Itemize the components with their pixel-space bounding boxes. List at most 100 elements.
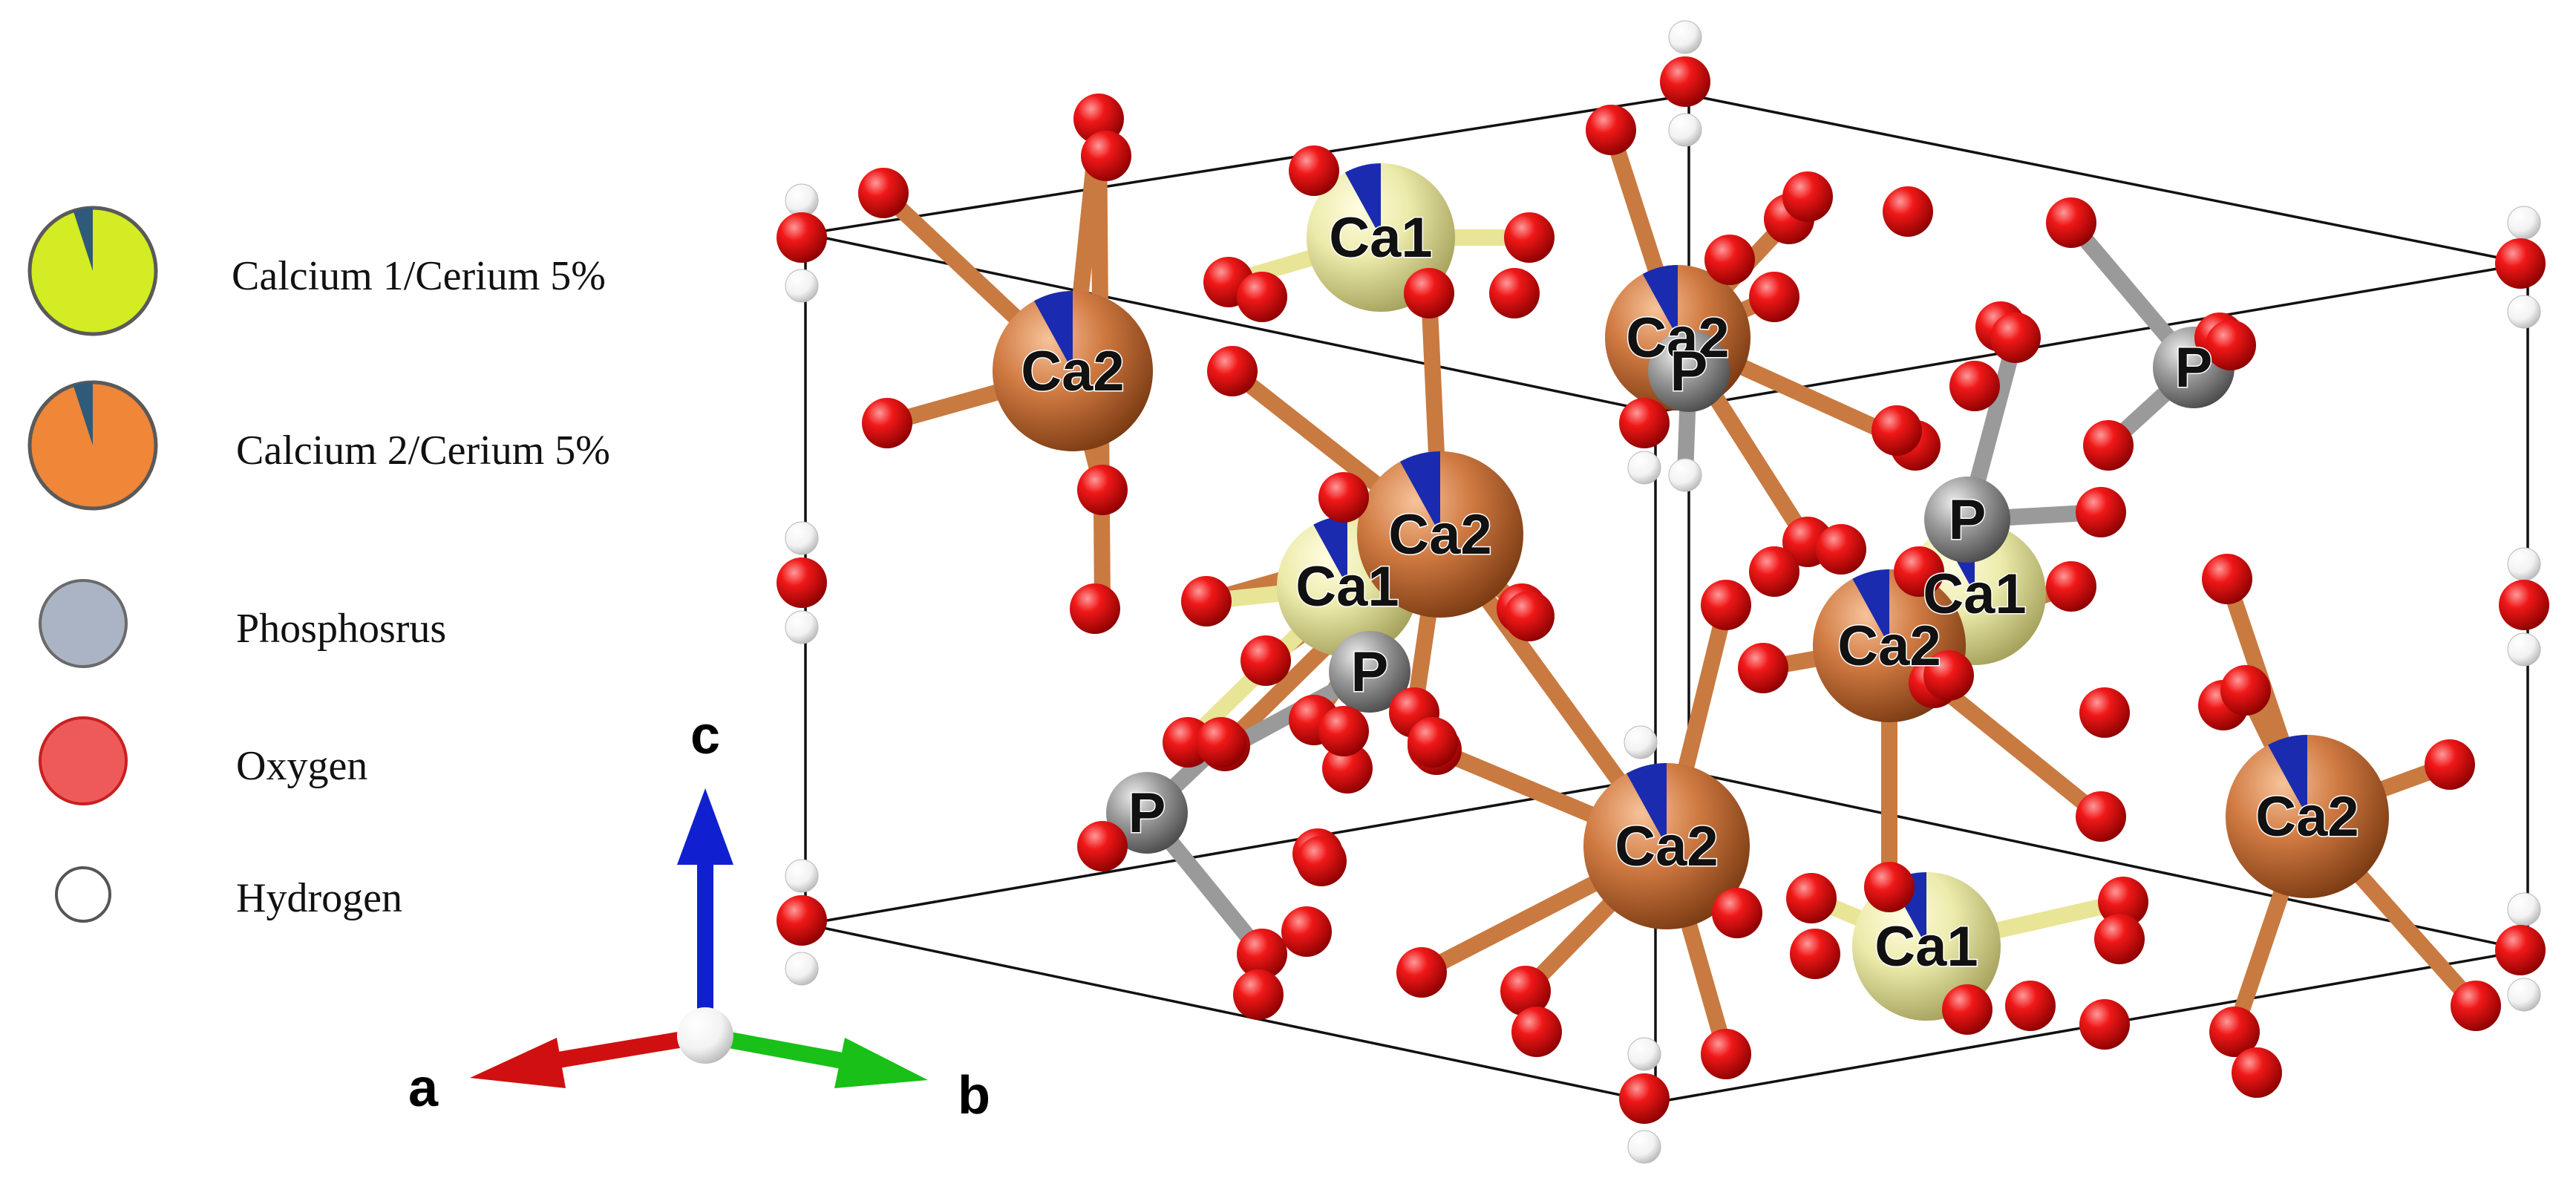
oxygen-atom [1511,1007,1562,1057]
oxygen-atom [1619,1073,1670,1124]
oxygen-legend-swatch [39,716,128,805]
oxygen-atom [2005,981,2056,1031]
oxygen-atom [1070,583,1120,634]
oxygen-atom [2495,925,2546,975]
axis-origin-sphere [677,1007,733,1064]
phosphorus-atom [1329,631,1410,713]
hydrogen-atom [2507,547,2541,581]
oxygen-atom [1489,268,1540,318]
ce-fraction-wedge-ca2 [73,382,93,445]
oxygen-atom [2046,197,2096,248]
oxygen-atom [1704,235,1755,285]
legend-label-oxygen: Oxygen [236,743,367,789]
oxygen-atom [1786,873,1837,923]
oxygen-atom [1701,580,1751,630]
oxygen-atom [1504,212,1555,263]
unit-cell-edges [804,94,2529,1104]
oxygen-atom [1864,862,1915,912]
oxygen-atom [2425,739,2475,790]
oxygen-atom [1296,836,1347,886]
oxygen-atom [1500,966,1551,1016]
oxygen-atom [1318,706,1369,756]
oxygen-atom [1586,105,1636,155]
phosphorus-legend-swatch [39,579,128,668]
hydrogen-atom [2507,206,2541,240]
atom-label: P [1670,340,1708,403]
atom-label: Ca2 [1388,503,1491,566]
atom-label: Ca1 [1874,915,1978,978]
oxygen-atom [1894,546,1944,597]
hydrogen-atom [785,952,819,986]
oxygen-atom [1077,465,1128,515]
legend-label-ca1: Calcium 1/Cerium 5% [232,253,606,299]
cerium-wedge [1627,763,1667,846]
oxygen-atom [1782,171,1833,222]
legend-item-phosphorus: Phosphosrus [39,579,446,668]
legend: Calcium 1/Cerium 5% Calcium 2/Cerium 5% … [27,206,610,923]
oxygen-atom [1749,272,1799,322]
cell-edge [1688,94,2528,265]
atom-label: Ca2 [1615,815,1718,878]
oxygen-atom [1712,888,1762,938]
hydrogen-atom [1627,451,1661,485]
hydrogen-atom [1668,20,1702,54]
oxygen-atom [1322,743,1373,794]
oxygen-atom [2220,665,2271,716]
legend-label-phosphorus: Phosphosrus [236,606,446,652]
hydrogen-atom [1627,1037,1661,1071]
legend-item-hydrogen: Hydrogen [55,866,402,923]
atom-label: P [2175,336,2213,399]
b-axis-arrowhead [834,1038,928,1088]
hydrogen-atom [785,521,819,555]
oxygen-atom [1942,984,1993,1035]
oxygen-atom [1318,472,1369,523]
oxygen-atom [1871,405,1922,456]
oxygen-atom [1281,906,1332,957]
phosphorus-atom [1648,330,1730,412]
oxygen-atom [2079,687,2130,738]
cerium-wedge [1313,516,1347,586]
atom-label: Ca2 [1021,340,1124,403]
axis-label-a: a [408,1059,439,1118]
legend-label-hydrogen: Hydrogen [236,875,402,921]
oxygen-atom [2076,791,2126,842]
oxygen-atom [2098,877,2148,927]
atom-label: Ca2 [1626,307,1729,370]
hydrogen-atom [1627,1130,1661,1164]
oxygen-atom [1408,717,1458,768]
oxygen-atom [777,212,827,263]
oxygen-atom [2451,981,2501,1031]
oxygen-atom [2094,914,2145,964]
legend-item-oxygen: Oxygen [39,716,367,805]
atom-label: Ca2 [1837,615,1941,678]
oxygen-atom [858,168,909,218]
atom-label: Ca1 [1295,555,1399,618]
cerium-wedge [1034,291,1073,371]
oxygen-atom [2206,320,2256,370]
atom-label: P [1949,488,1987,552]
oxygen-atom [1790,929,1840,979]
phosphorus-atom [1106,772,1188,854]
oxygen-atom [1619,398,1670,448]
cell-edge [805,923,1656,1104]
oxygen-atom [1081,131,1131,181]
oxygen-atom [1077,821,1128,871]
oxygen-atom [1990,313,2041,363]
oxygen-atom [862,398,912,448]
oxygen-atom [2083,420,2134,471]
atoms [777,20,2549,1164]
oxygen-atom [1237,929,1287,979]
oxygen-atom [1240,635,1291,686]
hydrogen-atom [2507,892,2541,926]
cell-edge [1688,771,2528,952]
oxygen-atom [1701,1029,1751,1079]
hydrogen-atom [785,183,819,217]
atom-label: P [1128,782,1166,845]
cell-edge [805,94,1690,235]
atom-label: Ca1 [1923,563,2026,626]
oxygen-atom [2495,238,2546,289]
oxygen-atom [1738,643,1788,693]
oxygen-atom [1504,591,1555,641]
hydrogen-atom [2507,978,2541,1012]
